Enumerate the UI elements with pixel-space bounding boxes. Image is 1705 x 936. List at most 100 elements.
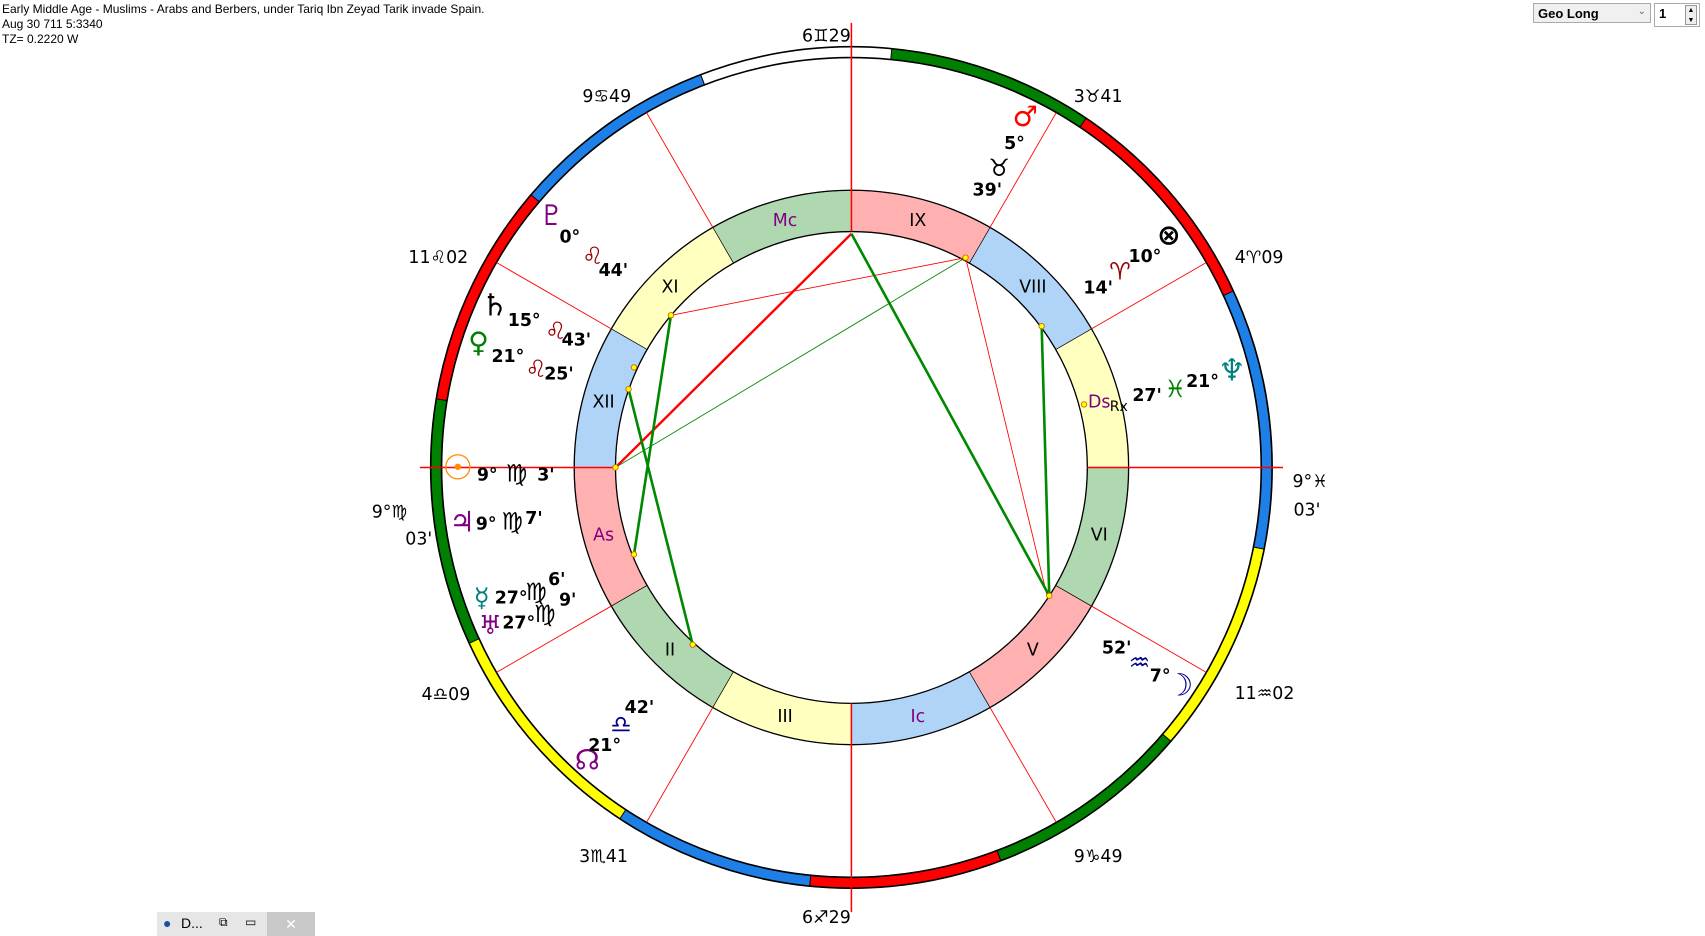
close-button[interactable]: ✕ — [267, 912, 315, 936]
jupiter-icon: ♃ — [450, 506, 475, 539]
aspect-point — [630, 364, 638, 371]
uranus-minutes: 9' — [559, 591, 576, 611]
cusp-label-1: 9°♍ — [372, 502, 407, 522]
aspect-line — [1040, 326, 1051, 596]
aspect-point — [1080, 401, 1088, 408]
retrograde-marker: Rx — [1110, 399, 1128, 415]
cusp-line-3 — [646, 707, 714, 823]
cusp-line-2 — [496, 605, 612, 673]
uranus-sign-icon: ♍ — [534, 600, 555, 628]
house-label-8: VIII — [1019, 278, 1046, 298]
aspect-point — [630, 551, 638, 558]
north-node-sign-icon: ♎ — [610, 711, 631, 739]
house-label-6: VI — [1091, 525, 1108, 545]
house-label-11: XI — [661, 278, 678, 298]
north-node-degree: 21° — [588, 736, 621, 756]
mercury-icon: ☿ — [474, 584, 490, 614]
chart-date: Aug 30 711 5:3340 — [2, 17, 103, 31]
neptune-icon: ♆ — [1218, 353, 1245, 388]
aspect-point — [1038, 322, 1045, 330]
cusp-label-9: 3♉41 — [1074, 87, 1123, 107]
aspect-point — [1046, 592, 1053, 599]
house-label-9: IX — [909, 211, 926, 231]
sun-sign-icon: ♍ — [506, 460, 527, 488]
chart-timezone: TZ= 0.2220 W — [2, 32, 79, 46]
cusp-line-5 — [989, 707, 1057, 823]
chart-title: Early Middle Age - Muslims - Arabs and B… — [2, 2, 485, 16]
north-node-icon: ☊ — [575, 744, 600, 777]
cusp-label-6: 11♒02 — [1235, 684, 1295, 704]
mars-sign-icon: ♉ — [989, 154, 1010, 182]
aspect-line — [850, 233, 1051, 597]
neptune-sign-icon: ♓ — [1165, 375, 1186, 403]
neptune-minutes: 27' — [1132, 386, 1162, 406]
saturn-icon: ♄ — [481, 288, 508, 323]
cusp-label-7: 9°♓ — [1293, 472, 1328, 492]
mars-minutes: 39' — [973, 181, 1003, 201]
window-label: D... — [181, 915, 203, 931]
spinner-arrows[interactable]: ▲▼ — [1685, 5, 1697, 25]
sun-minutes: 3' — [537, 466, 554, 486]
sign-segment-taurus — [890, 48, 1087, 128]
cusp-label-11: 9♋49 — [582, 87, 631, 107]
pluto-sign-icon: ♌ — [582, 242, 603, 270]
mode-select[interactable]: Geo Long ⌄ — [1533, 3, 1651, 23]
cusp-label-4: 6♐29 — [802, 908, 851, 928]
sign-segment-sagittarius — [809, 850, 1002, 889]
uranus-degree: 27° — [502, 613, 535, 633]
cusp-label-12: 11♌02 — [408, 248, 468, 268]
venus-sign-icon: ♌ — [525, 355, 546, 383]
saturn-sign-icon: ♌ — [545, 317, 566, 345]
moon-sign-icon: ♒ — [1129, 649, 1150, 677]
aspect-line — [614, 232, 853, 469]
sign-segment-aquarius — [1161, 546, 1265, 742]
cusp-label-10: 6♊29 — [802, 26, 851, 46]
maximize-button[interactable]: ▭ — [245, 915, 257, 929]
aspect-line — [670, 257, 966, 316]
jupiter-minutes: 7' — [525, 509, 542, 529]
minimized-window[interactable]: ● D... ⧉ ▭ ✕ — [157, 912, 315, 936]
cusp-label-3: 3♏41 — [579, 847, 628, 867]
house-label-10: Mc — [773, 211, 798, 231]
neptune-degree: 21° — [1186, 372, 1219, 392]
cusp-minutes-7: 03' — [1293, 500, 1320, 520]
aspect-point — [625, 386, 632, 393]
mercury-minutes: 6' — [548, 570, 565, 590]
mars-degree: 5° — [1004, 134, 1025, 154]
house-label-3: III — [777, 707, 792, 727]
value-spinner[interactable]: 1 ▲▼ — [1654, 3, 1700, 27]
house-label-7: Ds — [1088, 393, 1110, 413]
mode-select-value: Geo Long — [1538, 6, 1599, 21]
aspect-point — [962, 254, 969, 261]
sign-segment-pisces — [1222, 290, 1273, 550]
aspect-line — [627, 388, 694, 645]
jupiter-sign-icon: ♍ — [502, 507, 523, 535]
cusp-line-12 — [496, 262, 612, 330]
aspect-point — [667, 312, 675, 319]
mercury-degree: 27° — [495, 588, 528, 608]
house-label-2: II — [665, 640, 675, 660]
aspect-line — [632, 315, 673, 555]
house-label-12: XII — [593, 393, 615, 413]
cusp-label-8: 4♈09 — [1235, 248, 1284, 268]
saturn-degree: 15° — [508, 311, 541, 331]
part-of-fortune-sign-icon: ♈ — [1109, 257, 1130, 285]
sign-segment-scorpio — [619, 809, 812, 887]
cusp-line-8 — [1091, 262, 1207, 330]
pluto-icon: ♇ — [539, 199, 564, 232]
sun-icon: ☉ — [442, 448, 473, 488]
cusp-minutes-1: 03' — [405, 530, 432, 550]
venus-degree: 21° — [491, 347, 524, 367]
part-of-fortune-minutes: 14' — [1083, 279, 1113, 299]
restore-button[interactable]: ⧉ — [219, 915, 228, 929]
cusp-label-5: 9♑49 — [1074, 847, 1123, 867]
part-of-fortune-degree: 10° — [1128, 247, 1161, 267]
cusp-line-9 — [989, 112, 1057, 228]
aspect-point — [689, 641, 696, 648]
uranus-icon: ♅ — [479, 611, 502, 641]
part-of-fortune-icon: ⊗ — [1157, 219, 1181, 252]
cusp-line-11 — [646, 112, 714, 228]
saturn-minutes: 43' — [562, 331, 592, 351]
pluto-degree: 0° — [559, 227, 580, 247]
